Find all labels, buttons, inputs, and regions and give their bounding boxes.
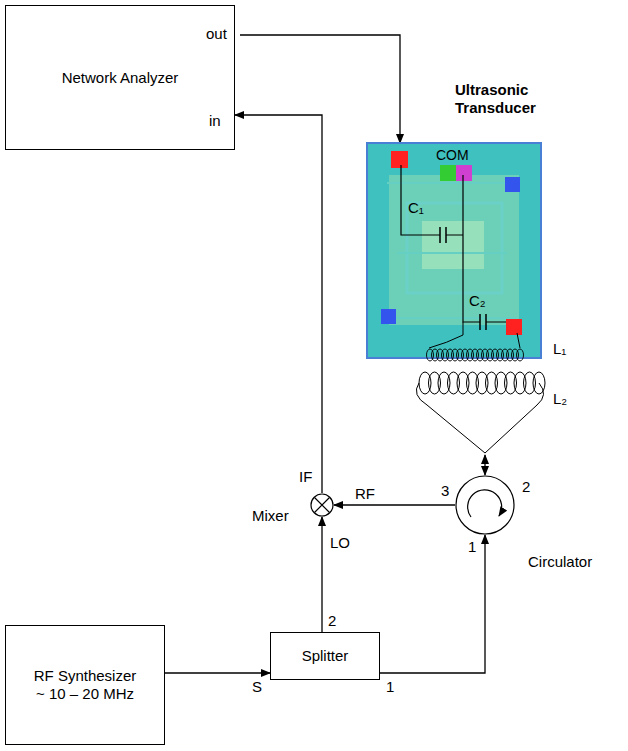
part-name: C₁	[408, 199, 424, 216]
synthesizer-box: RF Synthesizer ~ 10 – 20 MHz	[5, 625, 165, 745]
transducer-heading: Ultrasonic Transducer	[455, 81, 555, 117]
port-number: 2	[522, 478, 530, 495]
signal-wire	[321, 517, 322, 632]
port-name: LO	[330, 534, 350, 551]
signal-wire	[484, 455, 485, 475]
pin-name: COM	[436, 147, 469, 163]
signal-wire	[165, 672, 270, 673]
mixer-name: Mixer	[252, 507, 289, 525]
splitter-box: Splitter	[270, 632, 380, 680]
port-name: out	[206, 25, 227, 43]
port-number: 1	[386, 678, 394, 695]
synthesizer-name: RF Synthesizer ~ 10 – 20 MHz	[31, 667, 139, 703]
signal-wire	[240, 35, 400, 143]
splitter-name: Splitter	[302, 647, 349, 665]
part-name: L₂	[553, 390, 567, 407]
mixer-drawing	[310, 493, 334, 517]
mixer-symbol: Mixer	[310, 493, 334, 517]
part-name: L₁	[553, 340, 566, 357]
port-name: IF	[299, 468, 312, 485]
signal-wire	[334, 504, 455, 505]
circulator-name: Circulator	[528, 553, 592, 571]
signal-wire	[380, 535, 485, 673]
instrument-box: Network Analyzer out in	[5, 5, 235, 150]
port-number: 1	[468, 538, 476, 555]
port-name: RF	[355, 485, 375, 502]
port-name: in	[209, 112, 221, 130]
port-name: S	[252, 678, 262, 695]
chip-drawing	[367, 143, 541, 455]
circulator-symbol: Circulator	[455, 475, 515, 535]
part-name: C₂	[469, 292, 486, 309]
circ-drawing	[455, 475, 515, 535]
instrument-name: Network Analyzer	[62, 69, 179, 87]
signal-wire	[235, 115, 322, 493]
port-number: 2	[328, 612, 336, 629]
transducer-chip: Ultrasonic Transducer	[367, 143, 541, 455]
port-number: 3	[441, 482, 449, 499]
